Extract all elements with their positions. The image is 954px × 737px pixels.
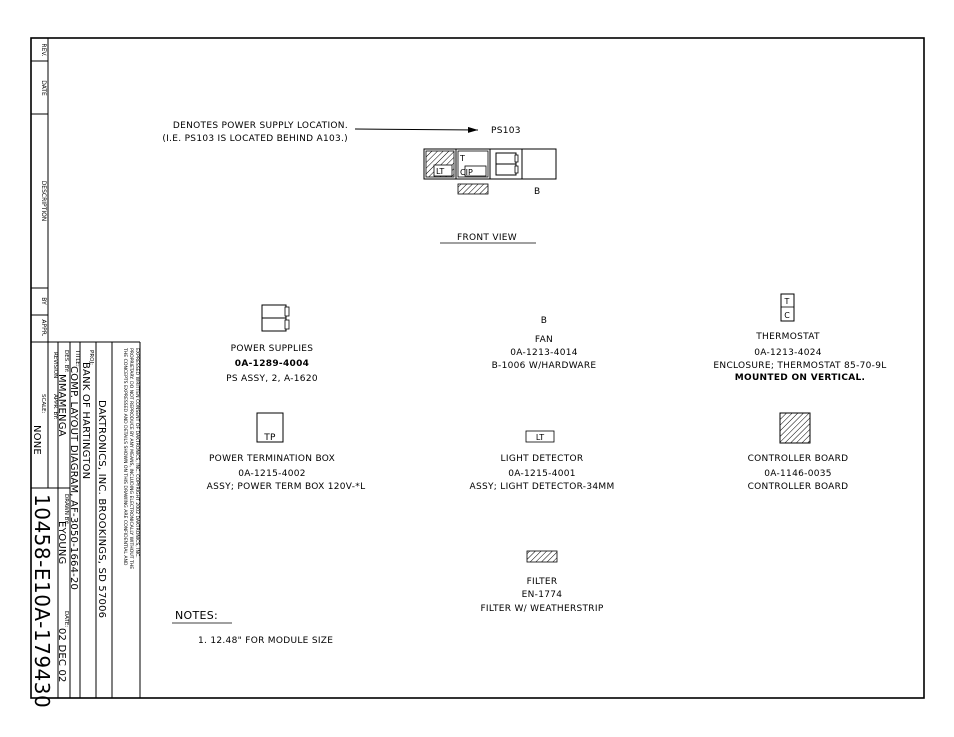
component-light-detector: LT LIGHT DETECTOR 0A-1215-4001 ASSY; LIG…	[469, 430, 614, 492]
controller-board-part: 0A-1146-0035	[764, 469, 832, 479]
power-supplies-part: 0A-1289-4004	[235, 359, 309, 369]
light-detector-desc: ASSY; LIGHT DETECTOR-34MM	[469, 482, 614, 492]
component-fan: B FAN 0A-1213-4014 B-1006 W/HARDWARE	[492, 316, 597, 371]
controller-board-name: CONTROLLER BOARD	[748, 454, 849, 464]
drawn-by: EYOUNG	[56, 521, 67, 565]
scale-value: NONE	[31, 425, 42, 455]
thermostat-sym-c: C	[784, 311, 790, 320]
confidential-line-2: PROPRIETARY. DO NOT REPRODUCE BY ANY MEA…	[128, 348, 134, 569]
power-term-symbol-label: TP	[263, 433, 276, 443]
fan-name: FAN	[535, 335, 553, 345]
power-term-desc: ASSY; POWER TERM BOX 120V-*L	[207, 482, 366, 492]
component-controller-board: CONTROLLER BOARD 0A-1146-0035 CONTROLLER…	[748, 412, 849, 492]
by-header: BY	[40, 297, 47, 305]
project-name: BANK OF HARTINGTON	[80, 362, 91, 479]
filter-part: EN-1774	[522, 590, 563, 600]
revision-block: REV. DATE DESCRIPTION BY APPR.	[31, 38, 49, 343]
filter-symbol	[526, 550, 558, 563]
date-header: DATE	[40, 80, 47, 96]
controller-board-desc: CONTROLLER BOARD	[748, 482, 849, 492]
front-view-title: FRONT VIEW	[457, 233, 517, 243]
thermostat-sym-t: T	[784, 297, 790, 306]
drawn-label: DRAWN BY:	[63, 494, 69, 525]
proj-label: PROJ:	[88, 350, 94, 365]
ps103-label: PS103	[491, 126, 521, 136]
description-header: DESCRIPTION	[40, 181, 47, 222]
power-supplies-name: POWER SUPPLIES	[231, 344, 314, 354]
thermostat-desc: ENCLOSURE; THERMOSTAT 85-70-9L	[713, 361, 886, 371]
power-term-name: POWER TERMINATION BOX	[209, 454, 335, 464]
date-label: DATE:	[63, 611, 69, 627]
component-power-termination-box: TP POWER TERMINATION BOX 0A-1215-4002 AS…	[207, 412, 366, 492]
title-label: TITLE:	[74, 349, 80, 367]
component-power-supplies: POWER SUPPLIES 0A-1289-4004 PS ASSY, 2, …	[226, 304, 318, 384]
controller-board-symbol	[779, 412, 811, 444]
component-filter: FILTER EN-1774 FILTER W/ WEATHERSTRIP	[480, 550, 604, 614]
title-block: THE CONCEPTS EXPRESSED AND DETAILS SHOWN…	[30, 341, 141, 708]
power-term-symbol	[256, 412, 284, 443]
des-label: DES. BY:	[63, 350, 69, 373]
front-view: LT T CIP B FRONT VIEW	[423, 148, 557, 244]
scale-label: SCALE:	[40, 394, 46, 414]
confidential-line-1: THE CONCEPTS EXPRESSED AND DETAILS SHOWN…	[122, 347, 128, 566]
filter-desc: FILTER W/ WEATHERSTRIP	[480, 604, 603, 614]
power-term-part: 0A-1215-4002	[238, 469, 306, 479]
front-b-label: B	[534, 187, 540, 197]
notes: NOTES: 1. 12.48" FOR MODULE SIZE	[172, 609, 333, 646]
drawing-number: 10458-E10A-179430	[30, 494, 54, 708]
front-cip-label: CIP	[460, 168, 473, 177]
power-supplies-desc: PS ASSY, 2, A-1620	[226, 374, 318, 384]
appr-by-label: APPR. BY:	[52, 394, 58, 420]
drawing-title: COMP. LAYOUT DIAGRAM, AF-3050-1664-20	[68, 366, 79, 590]
callout: DENOTES POWER SUPPLY LOCATION. (I.E. PS1…	[162, 121, 520, 144]
component-thermostat: T C THERMOSTAT 0A-1213-4024 ENCLOSURE; T…	[713, 293, 886, 383]
light-detector-part: 0A-1215-4001	[508, 469, 576, 479]
callout-line-1: DENOTES POWER SUPPLY LOCATION.	[173, 121, 348, 131]
thermostat-part: 0A-1213-4024	[754, 348, 822, 358]
front-filter	[457, 183, 489, 195]
drawing-date: 02 DEC 02	[56, 628, 67, 683]
fan-part: 0A-1213-4014	[510, 348, 578, 358]
callout-line-2: (I.E. PS103 IS LOCATED BEHIND A103.)	[162, 134, 348, 144]
light-detector-symbol-label: LT	[536, 433, 544, 442]
thermostat-note: MOUNTED ON VERTICAL.	[735, 373, 866, 383]
revision-label: REVISION	[52, 352, 58, 378]
confidential-line-3: EXPRESSED WRITTEN CONSENT OF DAKTRONICS,…	[134, 348, 140, 558]
fan-desc: B-1006 W/HARDWARE	[492, 361, 597, 371]
appr-header: APPR.	[40, 319, 47, 336]
front-t-label: T	[459, 154, 465, 163]
filter-name: FILTER	[527, 577, 558, 587]
thermostat-name: THERMOSTAT	[755, 332, 820, 342]
drawing-border	[30, 37, 925, 699]
thermostat-symbol	[780, 293, 795, 322]
fan-symbol: B	[541, 316, 547, 326]
callout-arrow	[354, 126, 479, 133]
designer: MMAMENGA	[56, 374, 67, 437]
note-item: 1. 12.48" FOR MODULE SIZE	[198, 636, 333, 646]
light-detector-symbol	[525, 430, 555, 443]
company-name: DAKTRONICS, INC. BROOKINGS, SD 57006	[96, 400, 107, 618]
light-detector-name: LIGHT DETECTOR	[501, 454, 584, 464]
notes-title: NOTES:	[175, 609, 218, 622]
front-lt-label: LT	[436, 167, 444, 176]
rev-header: REV.	[40, 43, 47, 56]
